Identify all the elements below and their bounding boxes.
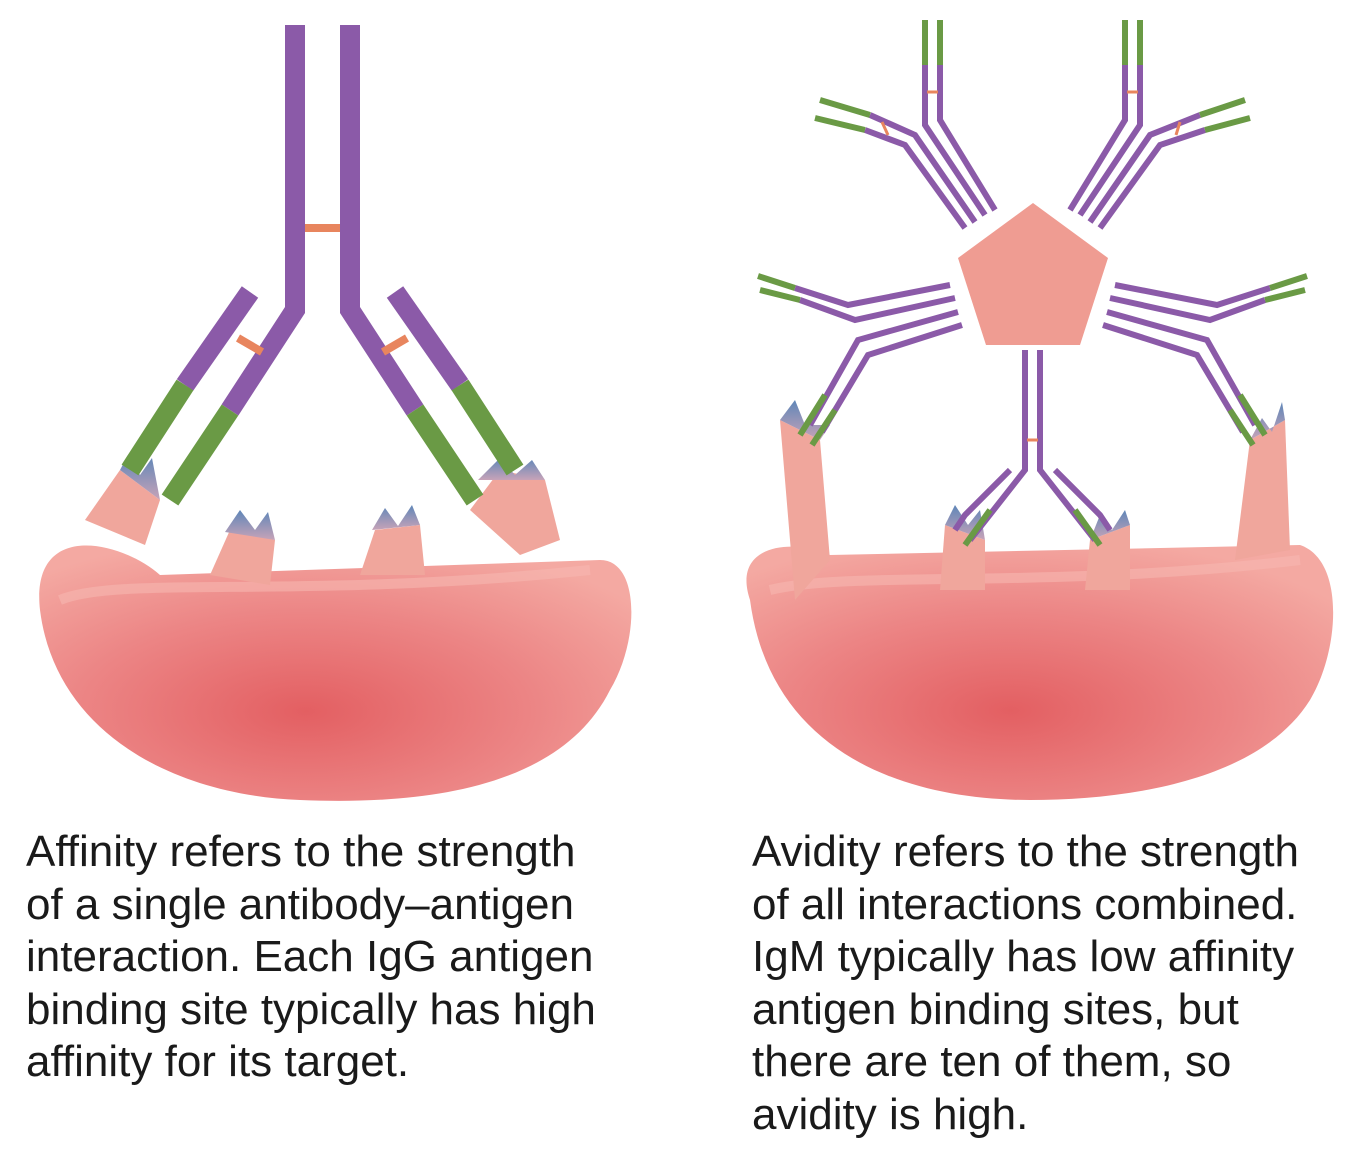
- antigen-cell-left: [39, 455, 632, 801]
- disulfide-bond-right: [380, 334, 410, 356]
- igm-pentamer-core: [958, 203, 1108, 345]
- epitope-right-4: [1235, 420, 1290, 560]
- epitope-left-1: [85, 470, 160, 545]
- igm-arm-upper-right: [1067, 20, 1251, 230]
- affinity-caption-line: affinity for its target.: [26, 1037, 410, 1086]
- igm-arm-bottom: [952, 350, 1113, 547]
- avidity-caption-line: of all interactions combined.: [752, 879, 1298, 929]
- epitope-left-4: [470, 470, 560, 555]
- igm-arm-right: [1102, 273, 1308, 447]
- affinity-caption-line: binding site typically has high: [26, 984, 596, 1034]
- avidity-caption-line: there are ten of them, so: [752, 1037, 1232, 1086]
- antigen-cell-right: [746, 400, 1334, 800]
- epitope-left-3: [360, 525, 425, 575]
- affinity-caption: Affinity refers to the strength of a sin…: [26, 826, 666, 1089]
- epitope-left-2: [210, 530, 275, 585]
- avidity-panel: [746, 20, 1334, 800]
- affinity-panel: [39, 25, 632, 801]
- igm-arm-upper-left: [814, 20, 998, 230]
- epitope-right-2: [940, 525, 985, 590]
- avidity-caption-line: Avidity refers to the strength: [752, 827, 1300, 876]
- epitope-right-1: [780, 420, 830, 600]
- affinity-caption-line: interaction. Each IgG antigen: [26, 932, 594, 981]
- avidity-caption: Avidity refers to the strength of all in…: [752, 826, 1352, 1141]
- avidity-caption-line: antigen binding sites, but: [752, 984, 1239, 1034]
- affinity-caption-line: of a single antibody–antigen: [26, 879, 574, 929]
- igg-antibody: [121, 25, 524, 506]
- disulfide-bond-left: [235, 334, 265, 356]
- avidity-caption-line: avidity is high.: [752, 1089, 1029, 1139]
- igm-arm-left: [757, 273, 963, 447]
- affinity-caption-line: Affinity refers to the strength: [26, 827, 576, 876]
- avidity-caption-line: IgM typically has low affinity: [752, 932, 1295, 981]
